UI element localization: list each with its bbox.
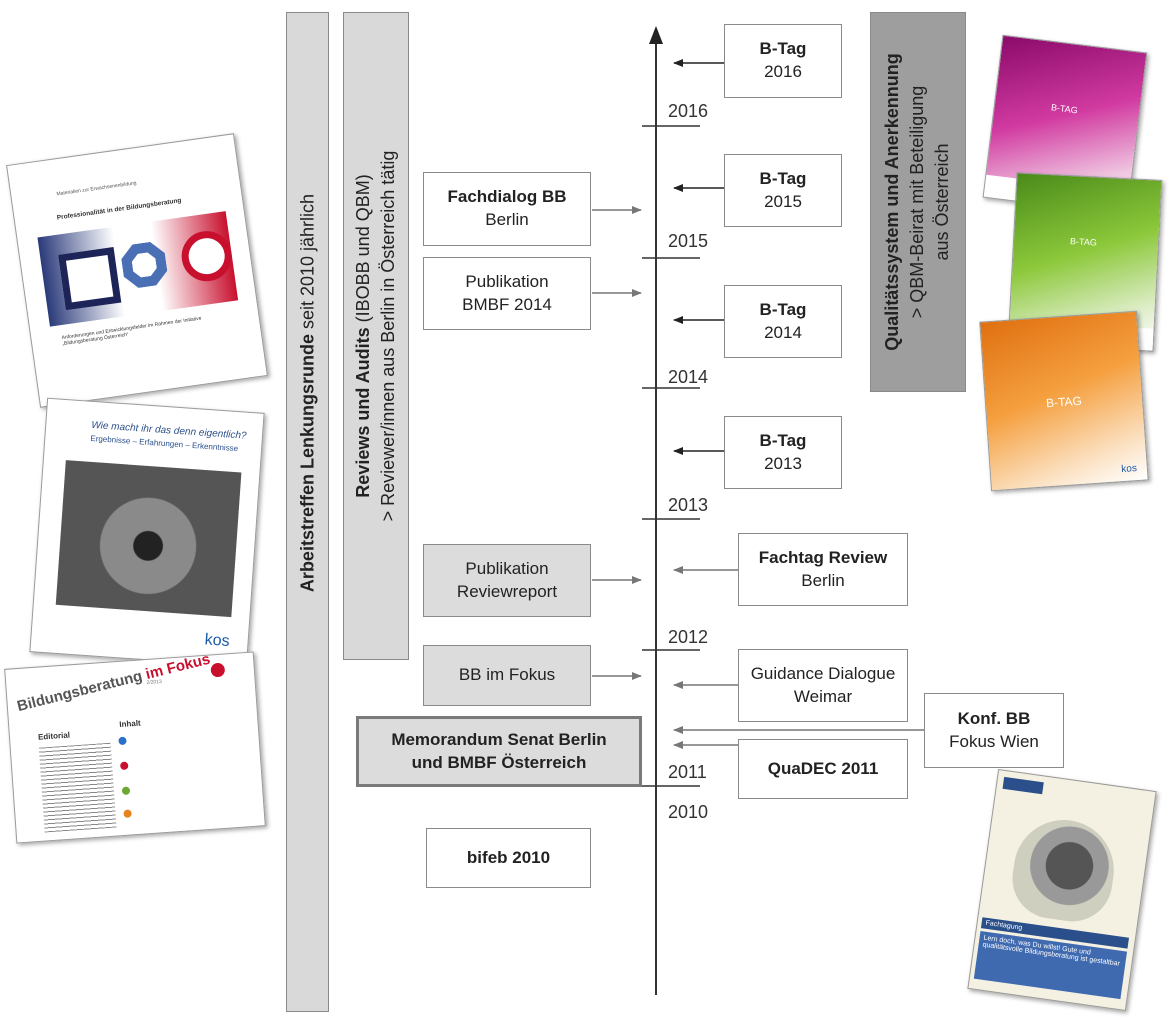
- doc3-title-text: Bildungsberatung: [15, 667, 144, 716]
- bar-lenkungsrunde-rest: seit 2010 jährlich: [296, 193, 317, 335]
- box-reviewreport-line2: Reviewreport: [456, 581, 558, 601]
- box-guidance-line2: Weimar: [793, 686, 853, 706]
- doc6-title: B-TAG: [1045, 393, 1083, 411]
- box-bb-im-fokus-label: BB im Fokus: [458, 665, 556, 685]
- box-quadec-title: QuaDEC 2011: [767, 758, 879, 778]
- bar-lenkungsrunde-bold: Arbeitstreffen Lenkungsrunde: [296, 334, 317, 593]
- doc-btag-orange: B-TAG kos: [979, 310, 1149, 492]
- doc4-title: B-TAG: [1050, 102, 1079, 116]
- box-btag-2016-title: B-Tag: [759, 39, 807, 59]
- doc7-header-bar: [1002, 776, 1044, 795]
- box-btag-2015: B-Tag 2015: [724, 154, 842, 227]
- doc3-textcolumn: [38, 742, 117, 833]
- box-publikation-bmbf-line1: Publikation: [465, 271, 549, 291]
- box-btag-2016-sub: 2016: [764, 62, 802, 81]
- box-fachdialog-sub: Berlin: [485, 210, 529, 229]
- box-guidance-dialogue: Guidance Dialogue Weimar: [738, 649, 908, 722]
- box-fachtag-review: Fachtag Review Berlin: [738, 533, 908, 606]
- doc-fachtagung: Fachtagung Lern doch, was Du willst! Gut…: [967, 768, 1157, 1012]
- box-quadec: QuaDEC 2011: [738, 739, 908, 799]
- doc2-image: [55, 460, 242, 618]
- box-memorandum: Memorandum Senat Berlin und BMBF Österre…: [356, 716, 642, 787]
- year-2011: 2011: [668, 762, 707, 782]
- box-konf-bb-sub: Fokus Wien: [949, 731, 1039, 751]
- box-fachdialog: Fachdialog BB Berlin: [423, 172, 591, 246]
- box-memorandum-line1: Memorandum Senat Berlin: [391, 729, 607, 749]
- box-guidance-line1: Guidance Dialogue: [750, 663, 896, 683]
- bar-lenkungsrunde: Arbeitstreffen Lenkungsrunde seit 2010 j…: [286, 12, 329, 1012]
- box-fachtag-review-sub: Berlin: [801, 570, 845, 590]
- box-btag-2016: B-Tag 2016: [724, 24, 842, 98]
- box-btag-2013-sub: 2013: [764, 453, 802, 473]
- bar-reviews-bold: Reviews und Audits: [352, 327, 373, 498]
- year-2012: 2012: [668, 627, 709, 647]
- doc2-logo: kos: [204, 631, 231, 651]
- box-btag-2013-title: B-Tag: [759, 430, 807, 450]
- bar-qualitaet-bold: Qualitätssystem und Anerkennung: [882, 53, 903, 351]
- doc7-head-graphic: [1007, 813, 1121, 927]
- box-bifeb-label: bifeb 2010: [466, 847, 551, 867]
- bar-reviews: Reviews und Audits (IBOBB und QBM) > Rev…: [343, 12, 409, 660]
- year-2015: 2015: [668, 231, 709, 251]
- doc3-icon-green: [121, 786, 131, 796]
- box-memorandum-line2: und BMBF Österreich: [411, 752, 587, 772]
- timeline-arrowhead: [649, 26, 663, 44]
- doc3-inhalt: Inhalt: [119, 718, 141, 730]
- box-btag-2015-sub: 2015: [764, 191, 802, 211]
- box-btag-2014-title: B-Tag: [759, 299, 807, 319]
- doc3-icon-orange: [123, 809, 132, 818]
- box-reviewreport: Publikation Reviewreport: [423, 544, 591, 617]
- box-publikation-bmbf: Publikation BMBF 2014: [423, 257, 591, 330]
- doc-professionalitaet: Materialien zur Erwachsenenbildung Profe…: [6, 133, 268, 408]
- doc-wie-macht-ihr: Wie macht ihr das denn eigentlich? Ergeb…: [29, 397, 265, 668]
- doc3-icon-blue: [118, 736, 127, 746]
- bar-qualitaet-line3: aus Österreich: [932, 143, 953, 261]
- bar-qualitaet-line2: > QBM-Beirat mit Beteiligung: [907, 85, 928, 319]
- doc3-editorial: Editorial: [37, 730, 71, 742]
- box-bifeb: bifeb 2010: [426, 828, 591, 888]
- box-reviewreport-line1: Publikation: [465, 558, 549, 578]
- bar-reviews-line2: > Reviewer/innen aus Berlin in Österreic…: [378, 150, 398, 522]
- year-2016: 2016: [668, 101, 709, 121]
- box-fachdialog-title: Fachdialog BB: [447, 187, 567, 207]
- doc6-logo: kos: [1120, 463, 1138, 476]
- box-fachtag-review-title: Fachtag Review: [758, 547, 888, 567]
- bar-qualitaet: Qualitätssystem und Anerkennung > QBM-Be…: [870, 12, 966, 392]
- doc1-header: Materialien zur Erwachsenenbildung: [56, 180, 137, 198]
- box-konf-bb-title: Konf. BB: [957, 708, 1031, 728]
- box-bb-im-fokus: BB im Fokus: [423, 645, 591, 706]
- year-2010: 2010: [668, 802, 709, 822]
- box-btag-2013: B-Tag 2013: [724, 416, 842, 489]
- box-btag-2014: B-Tag 2014: [724, 285, 842, 358]
- box-btag-2014-sub: 2014: [764, 322, 802, 342]
- bar-reviews-rest: (IBOBB und QBM): [352, 174, 373, 328]
- box-konf-bb: Konf. BB Fokus Wien: [924, 693, 1064, 768]
- year-2013: 2013: [668, 495, 709, 515]
- box-btag-2015-title: B-Tag: [759, 168, 807, 188]
- doc1-square: [58, 247, 122, 311]
- doc-bildungsberatung-im-fokus: Bildungsberatung im Fokus 2/2013 Editori…: [4, 651, 266, 844]
- doc3-signal-icon: [210, 662, 226, 678]
- doc3-issue: 2/2013: [146, 678, 163, 687]
- doc3-icon-red: [119, 761, 129, 771]
- doc5-title: B-TAG: [1069, 236, 1098, 248]
- year-2014: 2014: [668, 367, 709, 387]
- doc1-title: Professionalität in der Bildungsberatung: [56, 197, 182, 222]
- box-publikation-bmbf-line2: BMBF 2014: [462, 294, 552, 314]
